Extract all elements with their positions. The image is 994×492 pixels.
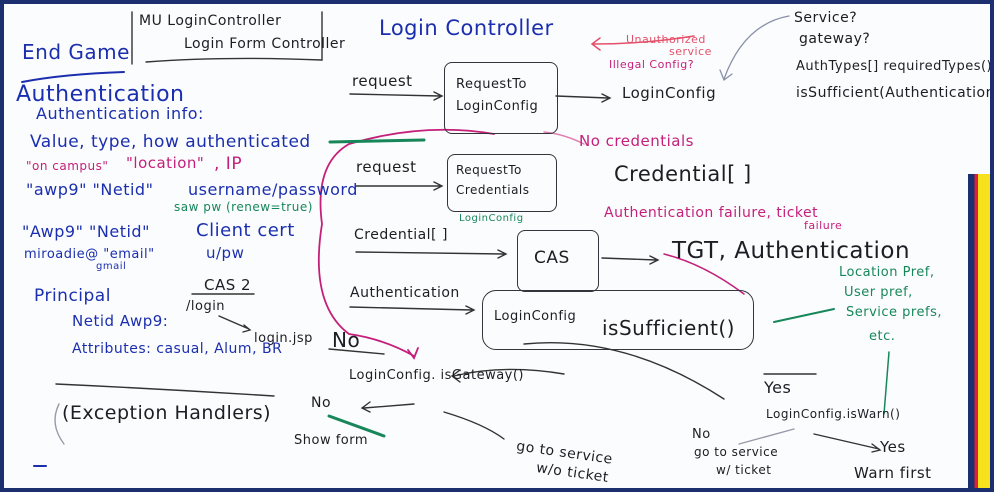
is-warn-text: LoginConfig.isWarn()	[766, 407, 901, 421]
magenta-arrow	[317, 128, 495, 360]
arrow-yes	[523, 341, 725, 400]
no-text-2: No	[311, 395, 332, 411]
title-box-line	[145, 11, 323, 63]
gmail-text: gmail	[96, 261, 127, 272]
value-type-text: Value, type, how authenticated	[30, 132, 311, 152]
box-loginconfig-label: LoginConfig	[494, 309, 577, 324]
awp9-netid-1: "awp9" "Netid"	[26, 180, 154, 199]
client-cert: Client cert	[196, 220, 295, 241]
awp9-netid-2: "Awp9" "Netid"	[22, 222, 150, 241]
yes-text-2: Yes	[880, 438, 906, 456]
no-text-1: No	[332, 328, 361, 352]
prefs-1: Location Pref,	[839, 265, 935, 280]
prefs-2: User pref,	[844, 285, 913, 300]
arrow-go-service	[443, 411, 505, 440]
on-campus-text: "on campus"	[26, 159, 109, 173]
arrow-unauthorized	[590, 35, 695, 51]
slash-login-text: /login	[186, 299, 226, 314]
go-service-w-2: w/ ticket	[716, 463, 772, 477]
prefs-3: Service prefs,	[846, 305, 942, 320]
principal-text: Principal	[34, 286, 111, 306]
diagram-lines	[21, 11, 890, 467]
exception-handlers: (Exception Handlers)	[62, 402, 272, 424]
arrow-request-2	[355, 181, 444, 191]
auth-types: AuthTypes[] requiredTypes()	[796, 59, 993, 74]
box-is-sufficient-label: isSufficient()	[602, 316, 735, 340]
magenta-arrow-tgt	[663, 253, 745, 295]
authentication-arrow-label: Authentication	[350, 285, 460, 301]
unauthorized-1: Unauthorized	[626, 33, 706, 46]
box-req-cred-1: RequestTo	[456, 163, 522, 177]
username-password: username/password	[188, 180, 358, 199]
illegal-config: Illegal Config?	[609, 58, 695, 71]
is-sufficient-auth: isSufficient(Authentication)	[796, 85, 994, 101]
arrow-warn-yes	[813, 433, 882, 453]
request-to-credentials-box	[447, 154, 557, 212]
cas-box	[517, 230, 599, 292]
netid-awp9-text: Netid Awp9:	[72, 312, 169, 330]
yes-text-1: Yes	[764, 378, 792, 397]
authentication-heading: Authentication	[16, 82, 185, 107]
prefs-4: etc.	[869, 329, 896, 344]
login-controller-title: Login Controller	[379, 16, 554, 40]
exception-line	[55, 383, 275, 397]
login-form-controller: Login Form Controller	[184, 36, 346, 52]
box-req-cred-2: Credentials	[456, 183, 530, 197]
box-req-login-2: LoginConfig	[456, 99, 539, 114]
request-label-2: request	[356, 158, 417, 176]
email-text: miroadie@ "email"	[24, 247, 155, 262]
auth-failure-2: failure	[804, 219, 843, 232]
green-pref-drop	[883, 351, 890, 415]
end-game-title: End Game	[22, 40, 130, 64]
arrow-no-gateway	[360, 401, 415, 413]
login-config-text: LoginConfig	[622, 84, 717, 102]
box-req-login-1: RequestTo	[456, 77, 527, 92]
green-line	[328, 138, 426, 144]
warn-first-text: Warn first	[854, 464, 932, 482]
authentication-info: Authentication info:	[36, 104, 204, 123]
u-pw-text: u/pw	[206, 244, 245, 262]
arrow-to-loginconfig	[555, 93, 612, 103]
login-jsp-text: login.jsp	[254, 331, 313, 346]
arrow-request-1	[349, 91, 444, 101]
no-underline	[328, 348, 385, 355]
paren	[54, 403, 65, 445]
green-pref-line	[773, 308, 835, 323]
arrow-back-gateway	[450, 368, 565, 383]
request-label-1: request	[352, 72, 413, 90]
arrow-credential	[355, 249, 508, 259]
green-strike	[327, 414, 386, 438]
login-config-small: LoginConfig	[459, 213, 524, 224]
arrow-authentication	[349, 305, 476, 315]
credential-big: Credential[ ]	[614, 162, 752, 186]
is-gateway-text: LoginConfig. isGateway()	[349, 368, 525, 383]
arrow-login-jsp	[218, 315, 252, 333]
arrow-warn-no	[738, 428, 795, 445]
end-game-underline	[21, 71, 125, 83]
location-text: "location"	[126, 154, 205, 172]
saw-pw-text: saw pw (renew=true)	[174, 200, 313, 214]
tgt-authentication: TGT, Authentication	[672, 238, 911, 264]
mu-login-controller: MU LoginController	[139, 13, 282, 29]
no-text-3: No	[692, 427, 711, 442]
no-credentials: No credentials	[579, 132, 694, 150]
go-service-w-1: go to service	[694, 445, 779, 459]
show-form-text: Show form	[294, 433, 369, 448]
loginconfig-issufficient-box	[482, 290, 754, 350]
unauthorized-2: service	[669, 45, 712, 58]
attributes-text: Attributes: casual, Alum, BR	[72, 341, 283, 357]
board-edge	[968, 174, 990, 488]
cas-label: CAS	[534, 248, 570, 268]
request-to-loginconfig-box	[444, 62, 558, 134]
cas2-text: CAS 2	[204, 276, 252, 294]
gateway-q: gateway?	[799, 31, 871, 47]
credential-small: Credential[ ]	[354, 227, 448, 243]
service-q: Service?	[794, 10, 858, 26]
ip-text: , IP	[214, 154, 243, 174]
auth-failure-1: Authentication failure, ticket	[604, 205, 819, 221]
arrow-no-credentials	[543, 131, 585, 145]
arrow-service-config	[719, 15, 790, 82]
arrow-cas-tgt	[601, 255, 660, 265]
